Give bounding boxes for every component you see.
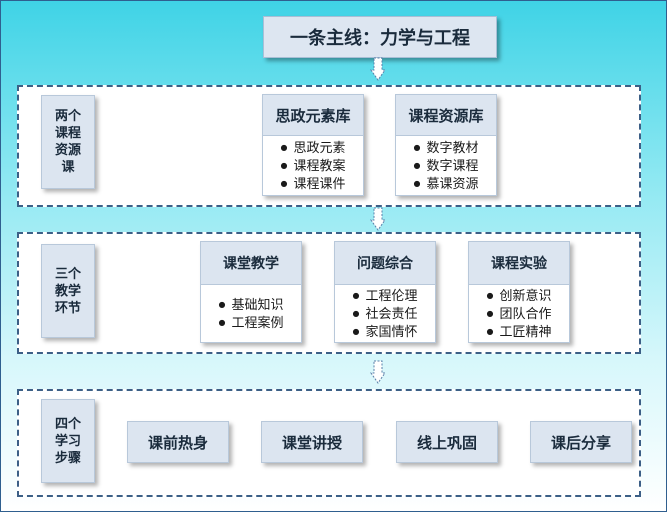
list-item: 工匠精神 (487, 323, 551, 341)
list-item: 团队合作 (487, 305, 551, 323)
list-item: 数字课程 (414, 157, 478, 175)
card-title: 问题综合 (335, 242, 435, 285)
list-item: 工程案例 (219, 314, 283, 332)
card-list: 工程伦理 社会责任 家国情怀 (335, 285, 435, 342)
list-item: 思政元素 (281, 139, 345, 157)
section-label-teaching: 三个 教学 环节 (41, 244, 95, 338)
step-post-class-sharing: 课后分享 (530, 421, 632, 463)
card-problem-synthesis: 问题综合 工程伦理 社会责任 家国情怀 (334, 241, 436, 343)
card-title: 课程资源库 (396, 95, 496, 136)
card-list: 创新意识 团队合作 工匠精神 (469, 285, 569, 342)
card-list: 数字教材 数字课程 慕课资源 (396, 136, 496, 195)
list-item: 家国情怀 (353, 323, 417, 341)
list-item: 社会责任 (353, 305, 417, 323)
card-list: 思政元素 课程教案 课程课件 (263, 136, 363, 195)
step-classroom-lecture: 课堂讲授 (261, 421, 363, 463)
card-course-resource-library: 课程资源库 数字教材 数字课程 慕课资源 (395, 94, 497, 196)
section-label-steps: 四个 学习 步骤 (41, 399, 95, 483)
down-arrow-icon (370, 207, 386, 231)
list-item: 创新意识 (487, 287, 551, 305)
down-arrow-icon (370, 57, 386, 81)
card-title: 课堂教学 (201, 242, 301, 285)
list-item: 工程伦理 (353, 287, 417, 305)
card-course-experiment: 课程实验 创新意识 团队合作 工匠精神 (468, 241, 570, 343)
list-item: 基础知识 (219, 296, 283, 314)
list-item: 慕课资源 (414, 175, 478, 193)
step-online-consolidation: 线上巩固 (396, 421, 498, 463)
card-title: 课程实验 (469, 242, 569, 285)
list-item: 课程课件 (281, 175, 345, 193)
down-arrow-icon (370, 360, 386, 384)
card-ideology-library: 思政元素库 思政元素 课程教案 课程课件 (262, 94, 364, 196)
list-item: 课程教案 (281, 157, 345, 175)
card-title: 思政元素库 (263, 95, 363, 136)
card-list: 基础知识 工程案例 (201, 285, 301, 342)
section-label-resources: 两个 课程 资源 课 (41, 95, 95, 189)
main-line-title: 一条主线：力学与工程 (263, 16, 497, 58)
card-classroom-teaching: 课堂教学 基础知识 工程案例 (200, 241, 302, 343)
step-pre-class-warmup: 课前热身 (127, 421, 229, 463)
list-item: 数字教材 (414, 139, 478, 157)
